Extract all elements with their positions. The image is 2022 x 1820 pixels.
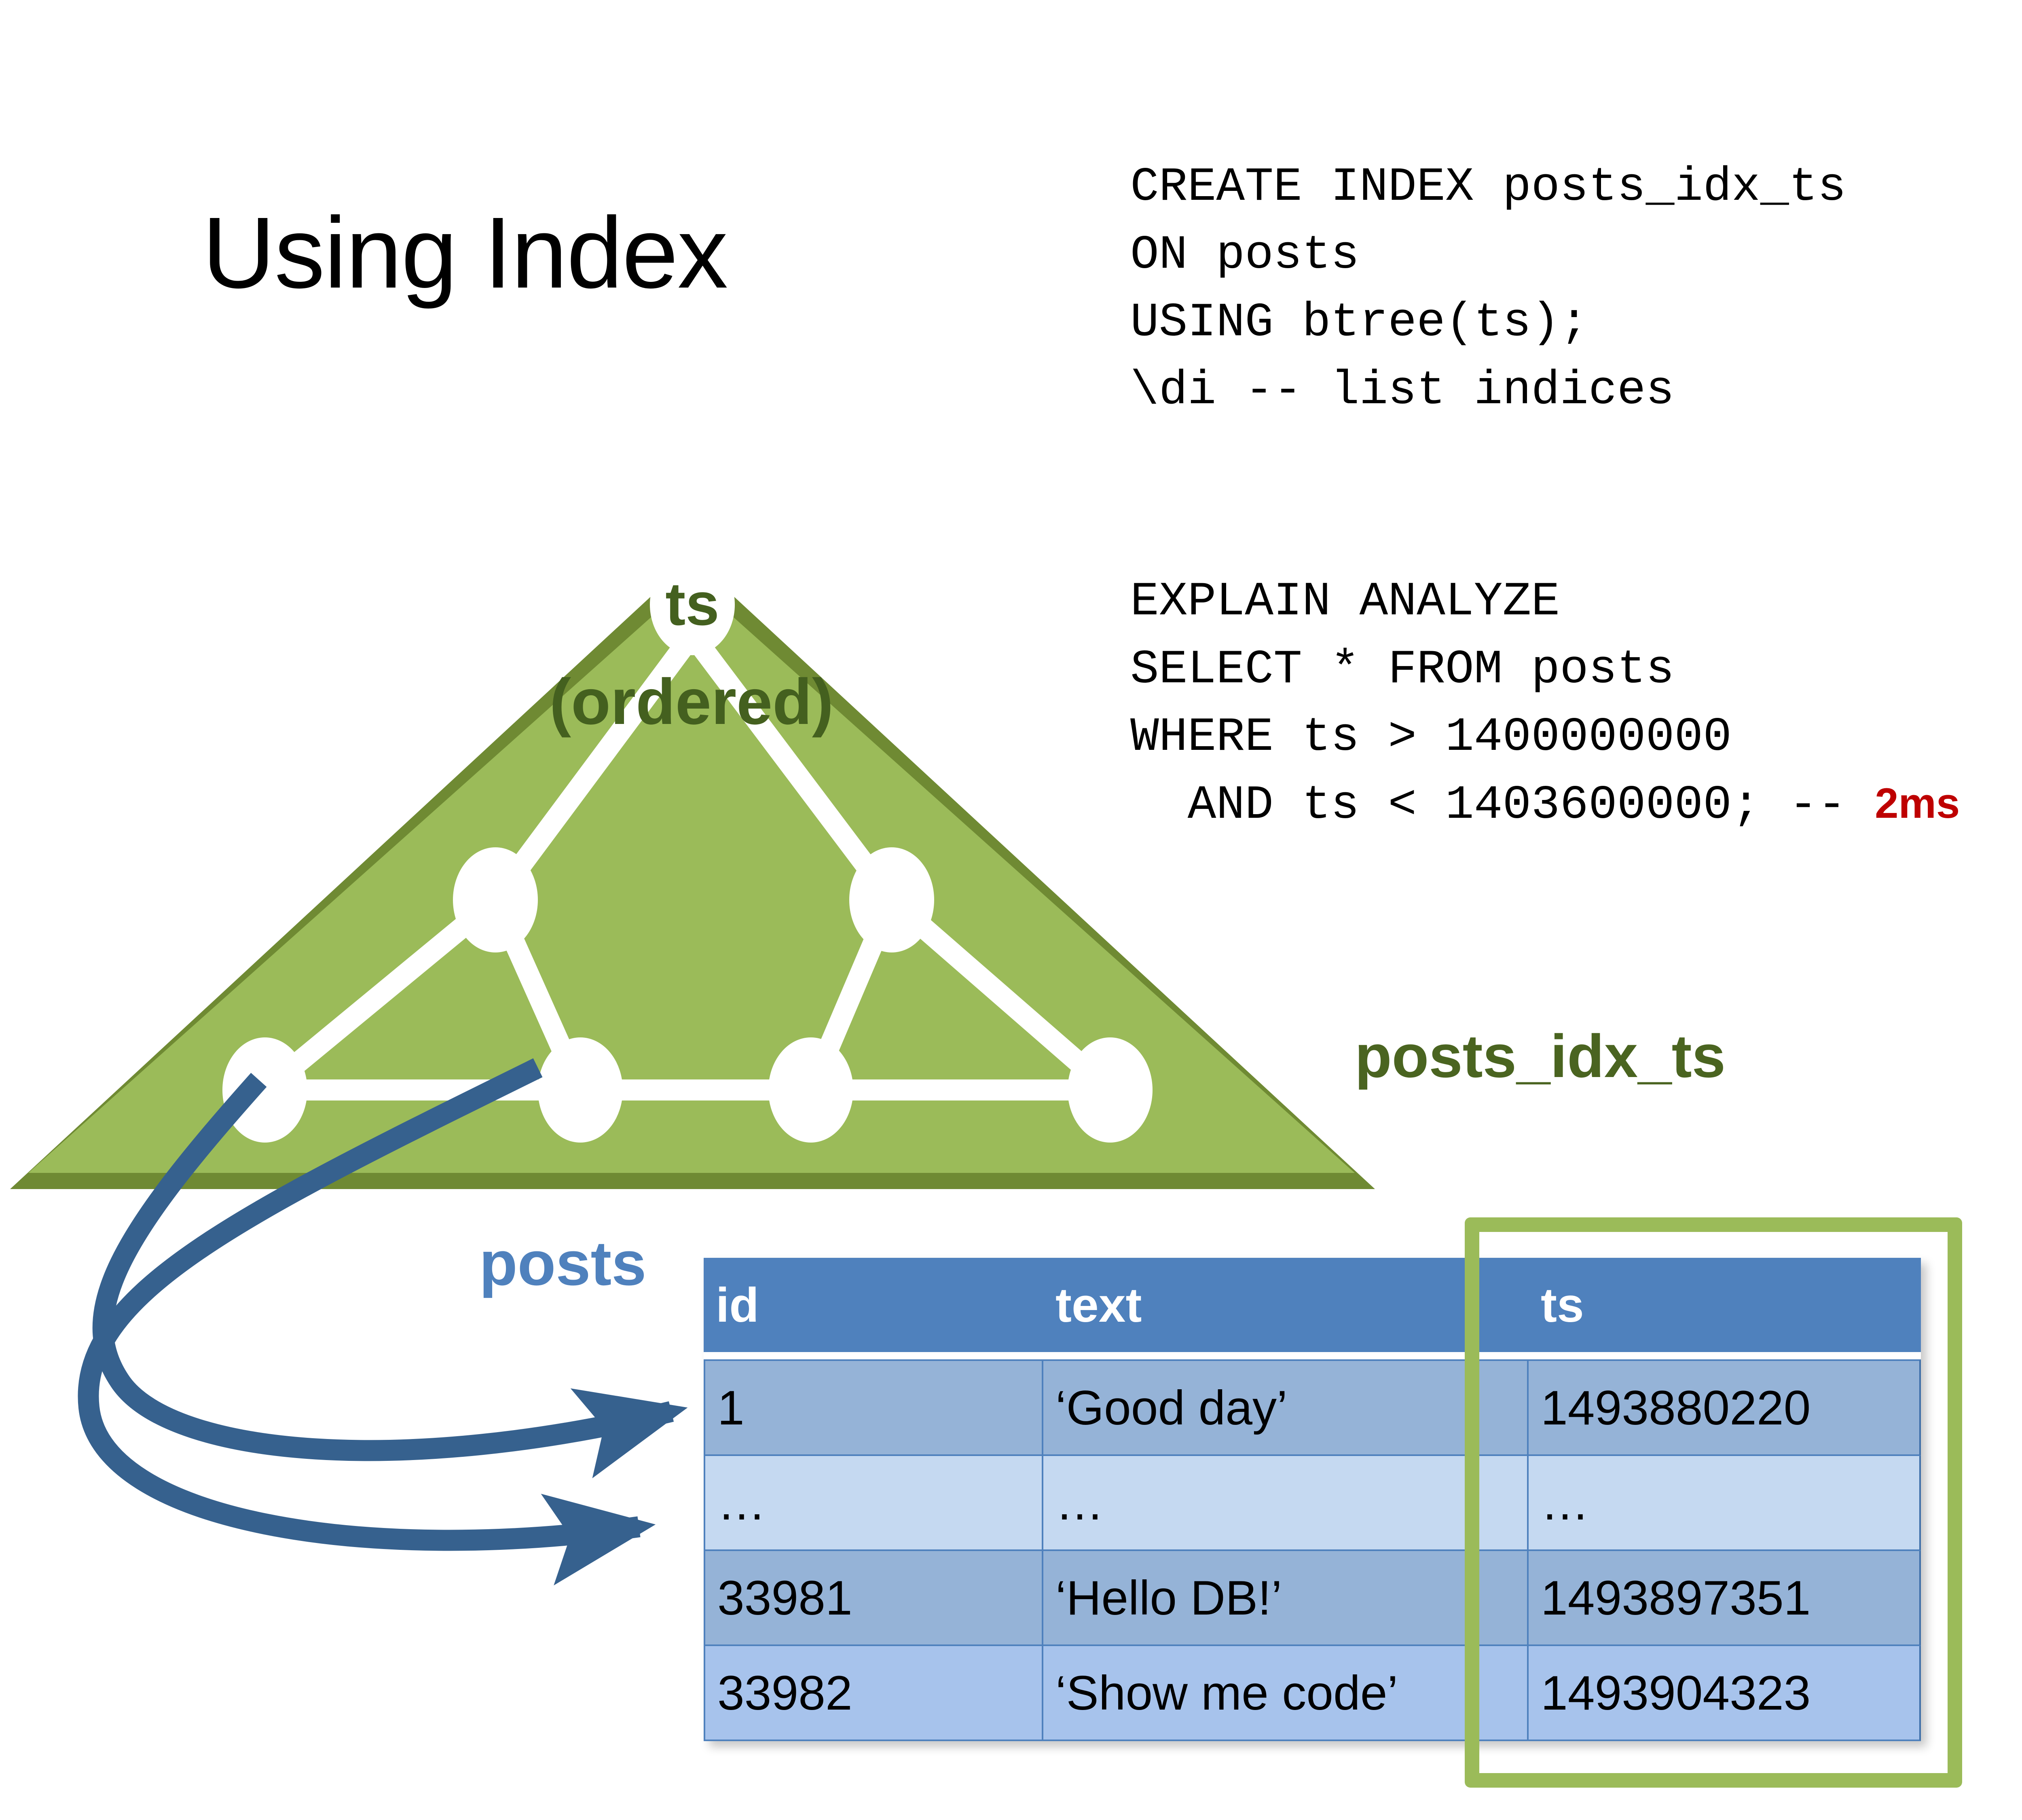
tree-node-leaf-2 — [538, 1037, 623, 1143]
cell-text: … — [1043, 1456, 1529, 1551]
cell-ts: 1493904323 — [1529, 1646, 1921, 1741]
btree-ordered-label: (ordered) — [550, 665, 833, 738]
tree-node-leaf-1 — [222, 1037, 307, 1143]
cell-ts: 1493880220 — [1529, 1359, 1921, 1456]
cell-text: ‘Hello DB!’ — [1043, 1551, 1529, 1646]
column-header-ts: ts — [1529, 1258, 1921, 1359]
edge-root-right — [682, 624, 902, 910]
tree-node-leaf-4 — [1068, 1037, 1153, 1143]
table-row: 33981 ‘Hello DB!’ 1493897351 — [704, 1551, 1921, 1646]
cell-id: 33981 — [704, 1551, 1043, 1646]
cell-id: 33982 — [704, 1646, 1043, 1741]
posts-table: id text ts 1 ‘Good day’ 1493880220 … … …… — [704, 1258, 1921, 1741]
cell-ts: … — [1529, 1456, 1921, 1551]
table-row: … … … — [704, 1456, 1921, 1551]
edge-right-leaf4 — [881, 889, 1121, 1100]
tree-node-leaf-3 — [768, 1037, 853, 1143]
tree-node-inner-right — [849, 847, 934, 952]
btree-index-diagram: ts (ordered) — [0, 542, 1407, 1221]
btree-root-label: ts — [665, 570, 719, 638]
explain-query-text: EXPLAIN ANALYZE SELECT * FROM posts WHER… — [1130, 575, 1846, 832]
cell-ts: 1493897351 — [1529, 1551, 1921, 1646]
table-row: 1 ‘Good day’ 1493880220 — [704, 1359, 1921, 1456]
column-header-text: text — [1043, 1258, 1529, 1359]
cell-text: ‘Good day’ — [1043, 1359, 1529, 1456]
code-block-explain-analyze: EXPLAIN ANALYZE SELECT * FROM posts WHER… — [1130, 568, 1960, 839]
index-name-label: posts_idx_ts — [1355, 1022, 1726, 1090]
edge-left-leaf1 — [254, 889, 506, 1100]
edge-root-left — [485, 624, 703, 910]
page-title: Using Index — [202, 196, 728, 309]
table-row: 33982 ‘Show me code’ 1493904323 — [704, 1646, 1921, 1741]
cell-text: ‘Show me code’ — [1043, 1646, 1529, 1741]
tree-node-inner-left — [453, 847, 538, 952]
cell-id: 1 — [704, 1359, 1043, 1456]
query-timing-badge: 2ms — [1875, 779, 1960, 827]
tree-node-root — [650, 554, 735, 655]
cell-id: … — [704, 1456, 1043, 1551]
code-block-create-index: CREATE INDEX posts_idx_ts ON posts USING… — [1130, 161, 1846, 418]
table-caption-posts: posts — [479, 1228, 647, 1298]
ts-column-highlight-box — [1465, 1217, 1962, 1788]
table-header-row: id text ts — [704, 1258, 1921, 1359]
column-header-id: id — [704, 1258, 1043, 1359]
